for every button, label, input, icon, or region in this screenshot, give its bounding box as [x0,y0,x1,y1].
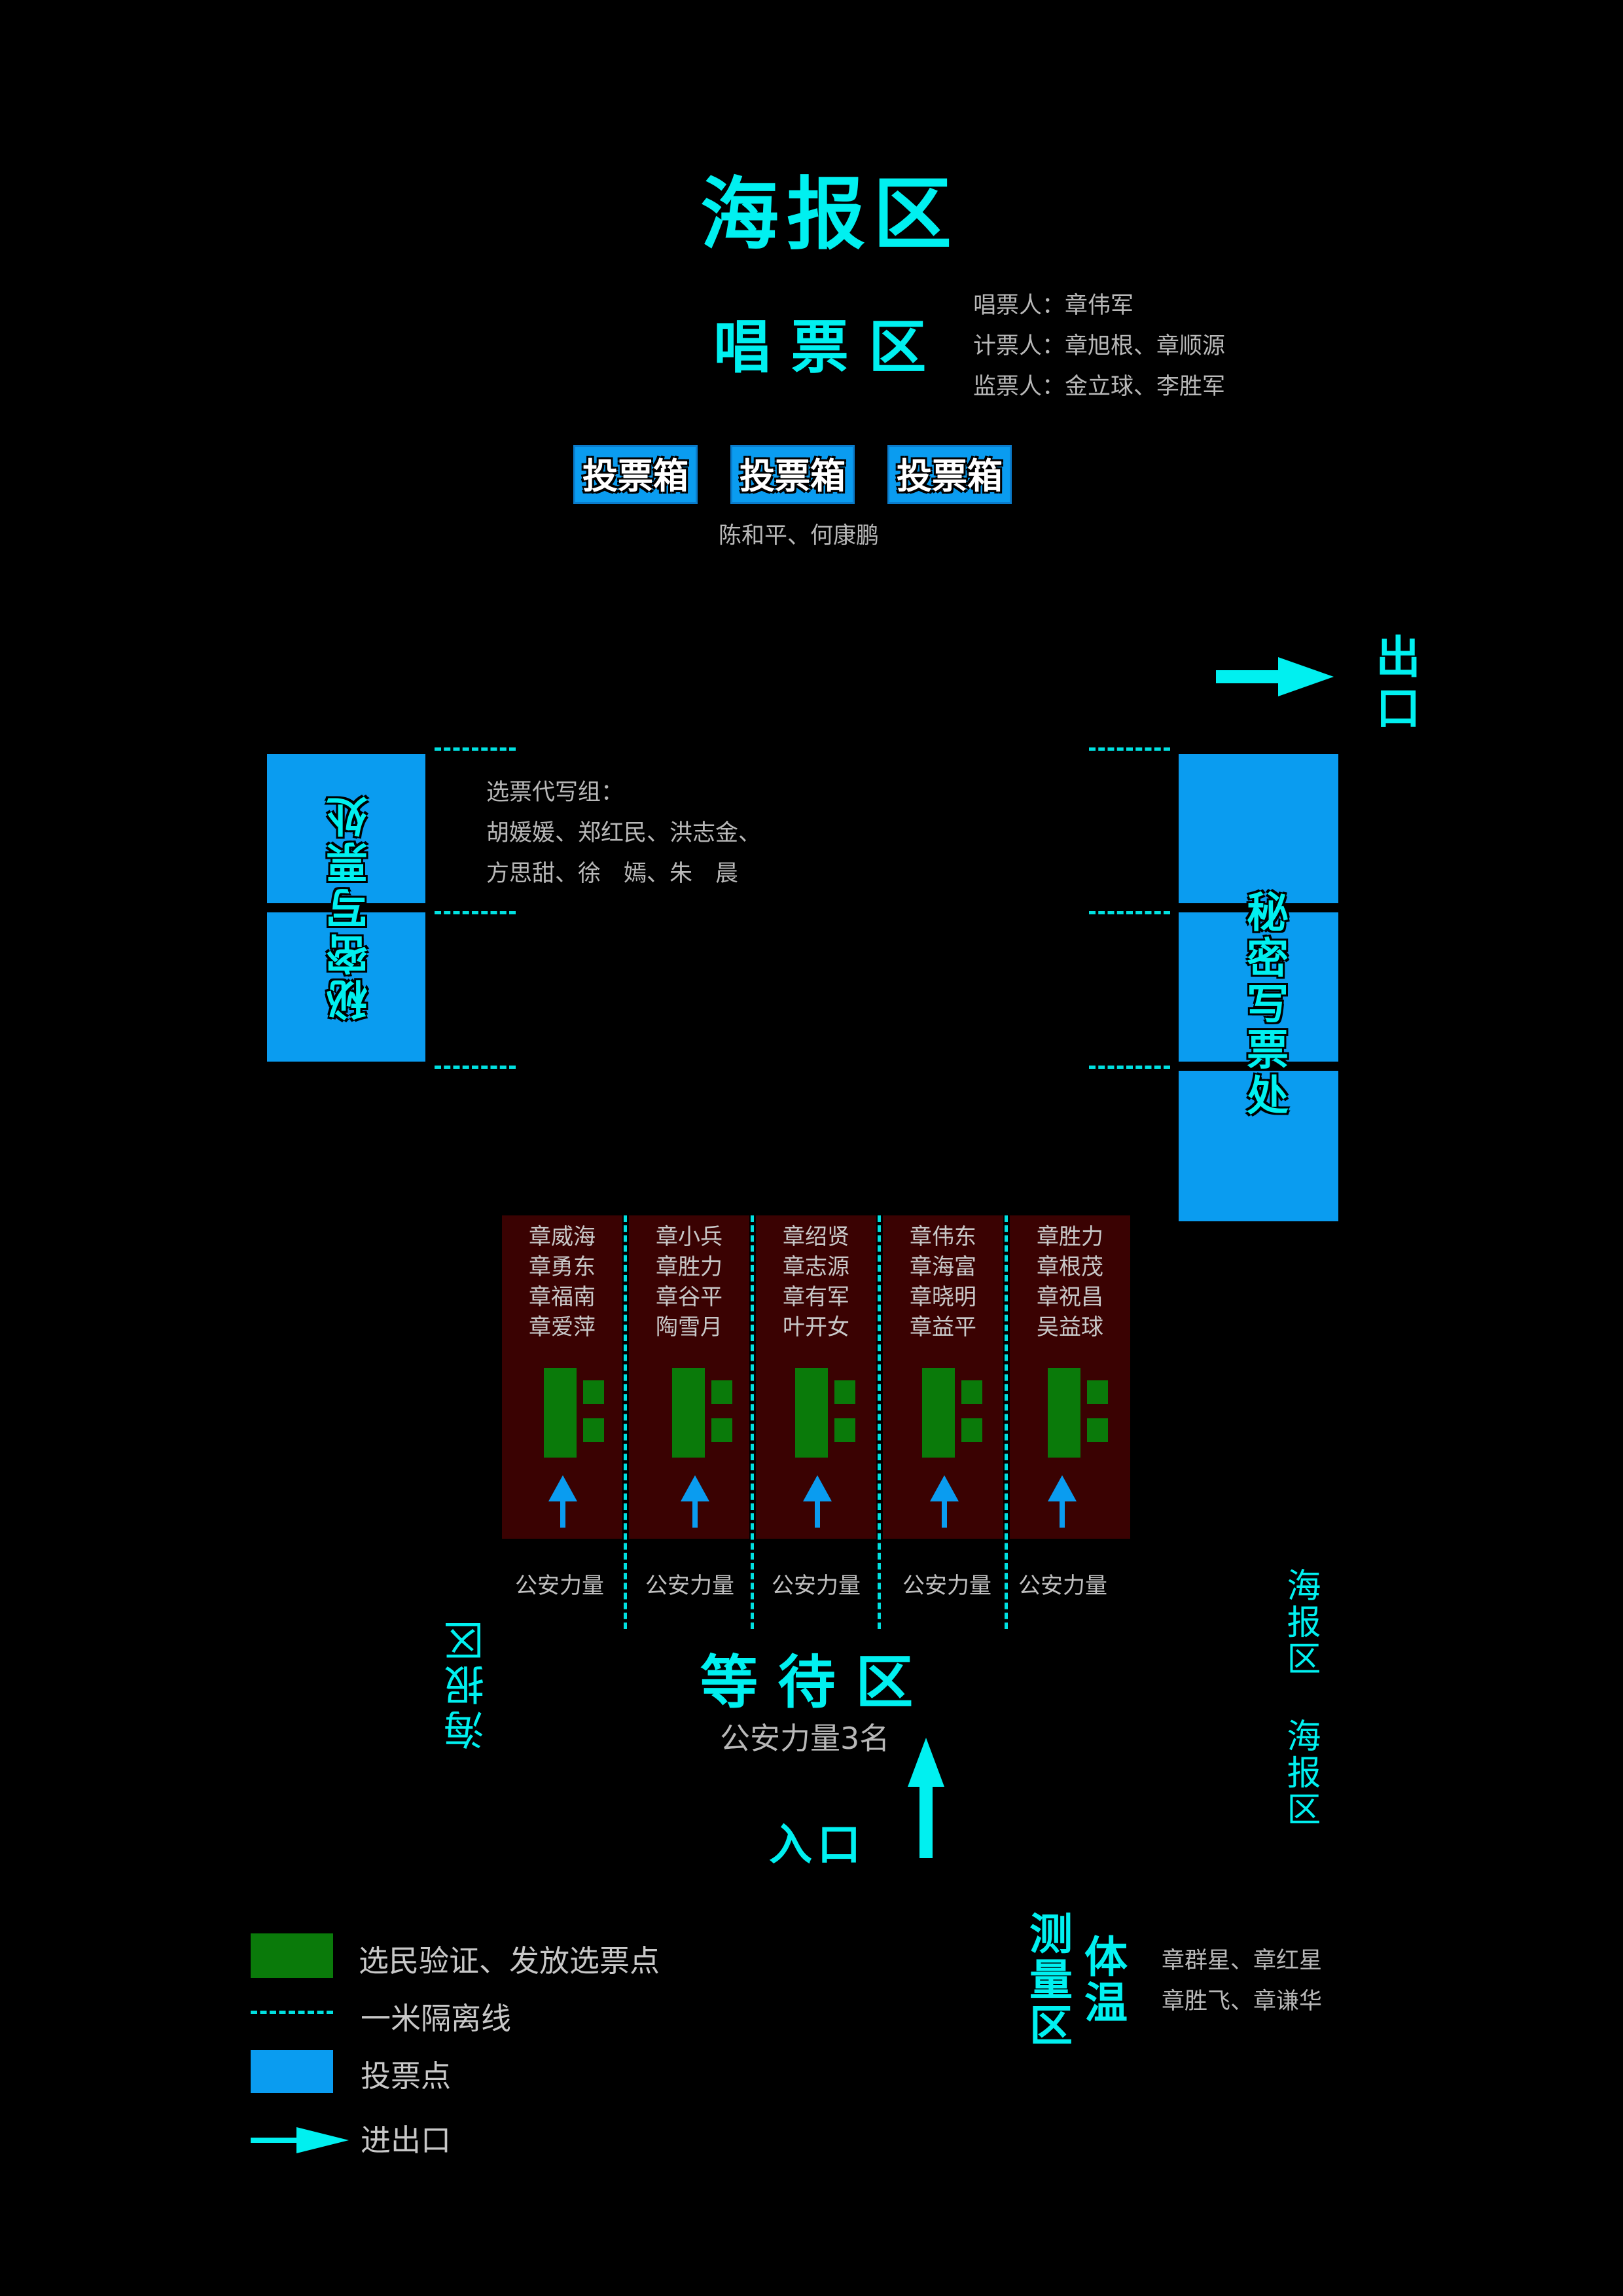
separation-line [1089,911,1170,914]
legend-green-label: 选民验证、发放选票点 [359,1943,660,1979]
counting-staff: 唱票人：章伟军 计票人：章旭根、章顺源 监票人：金立球、李胜军 [973,285,1225,407]
poster-area-right: 海报区 [1281,1568,1320,1677]
ballot-box: 投票箱 [573,445,698,504]
waiting-area-title: 等 待 区 [700,1649,914,1716]
separation-line [1005,1215,1008,1629]
legend: 选民验证、发放选票点 一米隔离线 投票点 进出口 [251,1931,774,2158]
arrow-icon [548,1475,577,1528]
legend-dash-label: 一米隔离线 [361,2001,511,2036]
temperature-label: 测量区 [1022,1911,1073,2049]
exit-arrow-icon [1216,657,1334,696]
ballot-box: 投票箱 [887,445,1012,504]
waiting-police: 公安力量3名 [720,1721,890,1756]
separation-line [1089,747,1170,751]
proxy-group-heading: 选票代写组： [486,780,624,806]
temperature-staff-line: 章群星、章红星 [1162,1948,1323,1974]
police-label: 公安力量 [1018,1573,1107,1599]
booth-label-right: 秘密写票处 [1240,890,1288,1119]
voting-booth-right-top [1179,754,1338,903]
staff-name: 吴益球 [1037,1314,1103,1340]
counting-staff-line: 计票人：章旭根、章顺源 [973,333,1226,359]
police-label: 公安力量 [515,1573,604,1599]
voting-booth-left-top [267,754,425,903]
lane-staff: 章胜力 章根茂 章祝昌 吴益球 [1010,1222,1130,1342]
staff-name: 章志源 [783,1254,849,1280]
staff-name: 章伟东 [910,1224,976,1250]
separation-line [751,1215,754,1629]
arrow-icon [681,1475,709,1528]
ballot-box: 投票箱 [730,445,855,504]
poster-area-top-title: 海报区 [700,170,959,260]
ballot-box-staff: 陈和平、何康鹏 [719,523,880,549]
temperature-staff: 章群星、章红星 章胜飞、章谦华 [1162,1941,1322,2022]
verification-lane-5: 章胜力 章根茂 章祝昌 吴益球 [1010,1215,1130,1539]
proxy-group-line: 胡媛媛、郑红民、洪志金、 [486,820,762,846]
separation-line [624,1215,627,1629]
arrow-icon [930,1475,959,1528]
police-label: 公安力量 [902,1573,991,1599]
legend-blue-swatch [251,2050,333,2093]
temperature-label: 体温 [1077,1934,1128,2026]
staff-name: 章福南 [529,1284,596,1310]
proxy-group-line: 方思甜、徐 嫣、朱 晨 [486,861,739,887]
legend-arrow-icon [251,2127,349,2153]
lane-staff: 章伟东 章海富 章晓明 章益平 [883,1222,1003,1342]
counting-staff-line: 唱票人：章伟军 [973,293,1134,319]
poster-area-left: 海报区 [444,1617,491,1750]
verification-lane-1: 章威海 章勇东 章福南 章爱萍 [502,1215,622,1539]
staff-name: 章益平 [910,1314,976,1340]
temperature-staff-line: 章胜飞、章谦华 [1162,1988,1323,2015]
lane-staff: 章小兵 章胜力 章谷平 陶雪月 [629,1222,749,1342]
verification-lane-2: 章小兵 章胜力 章谷平 陶雪月 [629,1215,749,1539]
exit-label: 出口 [1368,634,1419,736]
staff-name: 章爱萍 [529,1314,596,1340]
separation-line [435,747,516,751]
arrow-icon [803,1475,832,1528]
legend-arrow-label: 进出口 [361,2123,451,2158]
staff-name: 章胜力 [656,1254,722,1280]
verification-lane-4: 章伟东 章海富 章晓明 章益平 [883,1215,1003,1539]
entrance-label: 入口 [769,1820,866,1870]
staff-name: 章勇东 [529,1254,596,1280]
legend-green-swatch [251,1933,333,1978]
booth-label-left: 秘密写票处 [327,792,375,1021]
separation-line [878,1215,881,1629]
voting-booth-right-middle [1179,912,1338,1062]
separation-line [435,1066,516,1069]
vote-counting-area-title: 唱 票 区 [713,314,927,381]
staff-name: 章根茂 [1037,1254,1103,1280]
police-label: 公安力量 [772,1573,861,1599]
legend-blue-label: 投票点 [361,2058,451,2094]
arrow-icon [1048,1475,1077,1528]
staff-name: 章胜力 [1037,1224,1103,1250]
voting-booth-left-bottom [267,912,425,1062]
voting-booth-right-bottom [1179,1071,1338,1221]
separation-line [1089,1066,1170,1069]
counting-staff-line: 监票人：金立球、李胜军 [973,374,1226,400]
staff-name: 章威海 [529,1224,596,1250]
separation-line [435,911,516,914]
staff-name: 章谷平 [656,1284,722,1310]
staff-name: 叶开女 [783,1314,849,1340]
poster-area-right: 海报区 [1281,1718,1320,1828]
proxy-writing-group: 选票代写组： 胡媛媛、郑红民、洪志金、 方思甜、徐 嫣、朱 晨 [486,772,761,894]
staff-name: 章海富 [910,1254,976,1280]
staff-name: 章晓明 [910,1284,976,1310]
police-label: 公安力量 [645,1573,734,1599]
lane-staff: 章绍贤 章志源 章有军 叶开女 [756,1222,876,1342]
staff-name: 章小兵 [656,1224,722,1250]
staff-name: 章有军 [783,1284,849,1310]
lane-staff: 章威海 章勇东 章福南 章爱萍 [502,1222,622,1342]
staff-name: 章祝昌 [1037,1284,1103,1310]
staff-name: 章绍贤 [783,1224,849,1250]
entrance-arrow-icon [908,1738,944,1858]
staff-name: 陶雪月 [656,1314,722,1340]
verification-lane-3: 章绍贤 章志源 章有军 叶开女 [756,1215,876,1539]
legend-dash-swatch [251,2011,333,2014]
